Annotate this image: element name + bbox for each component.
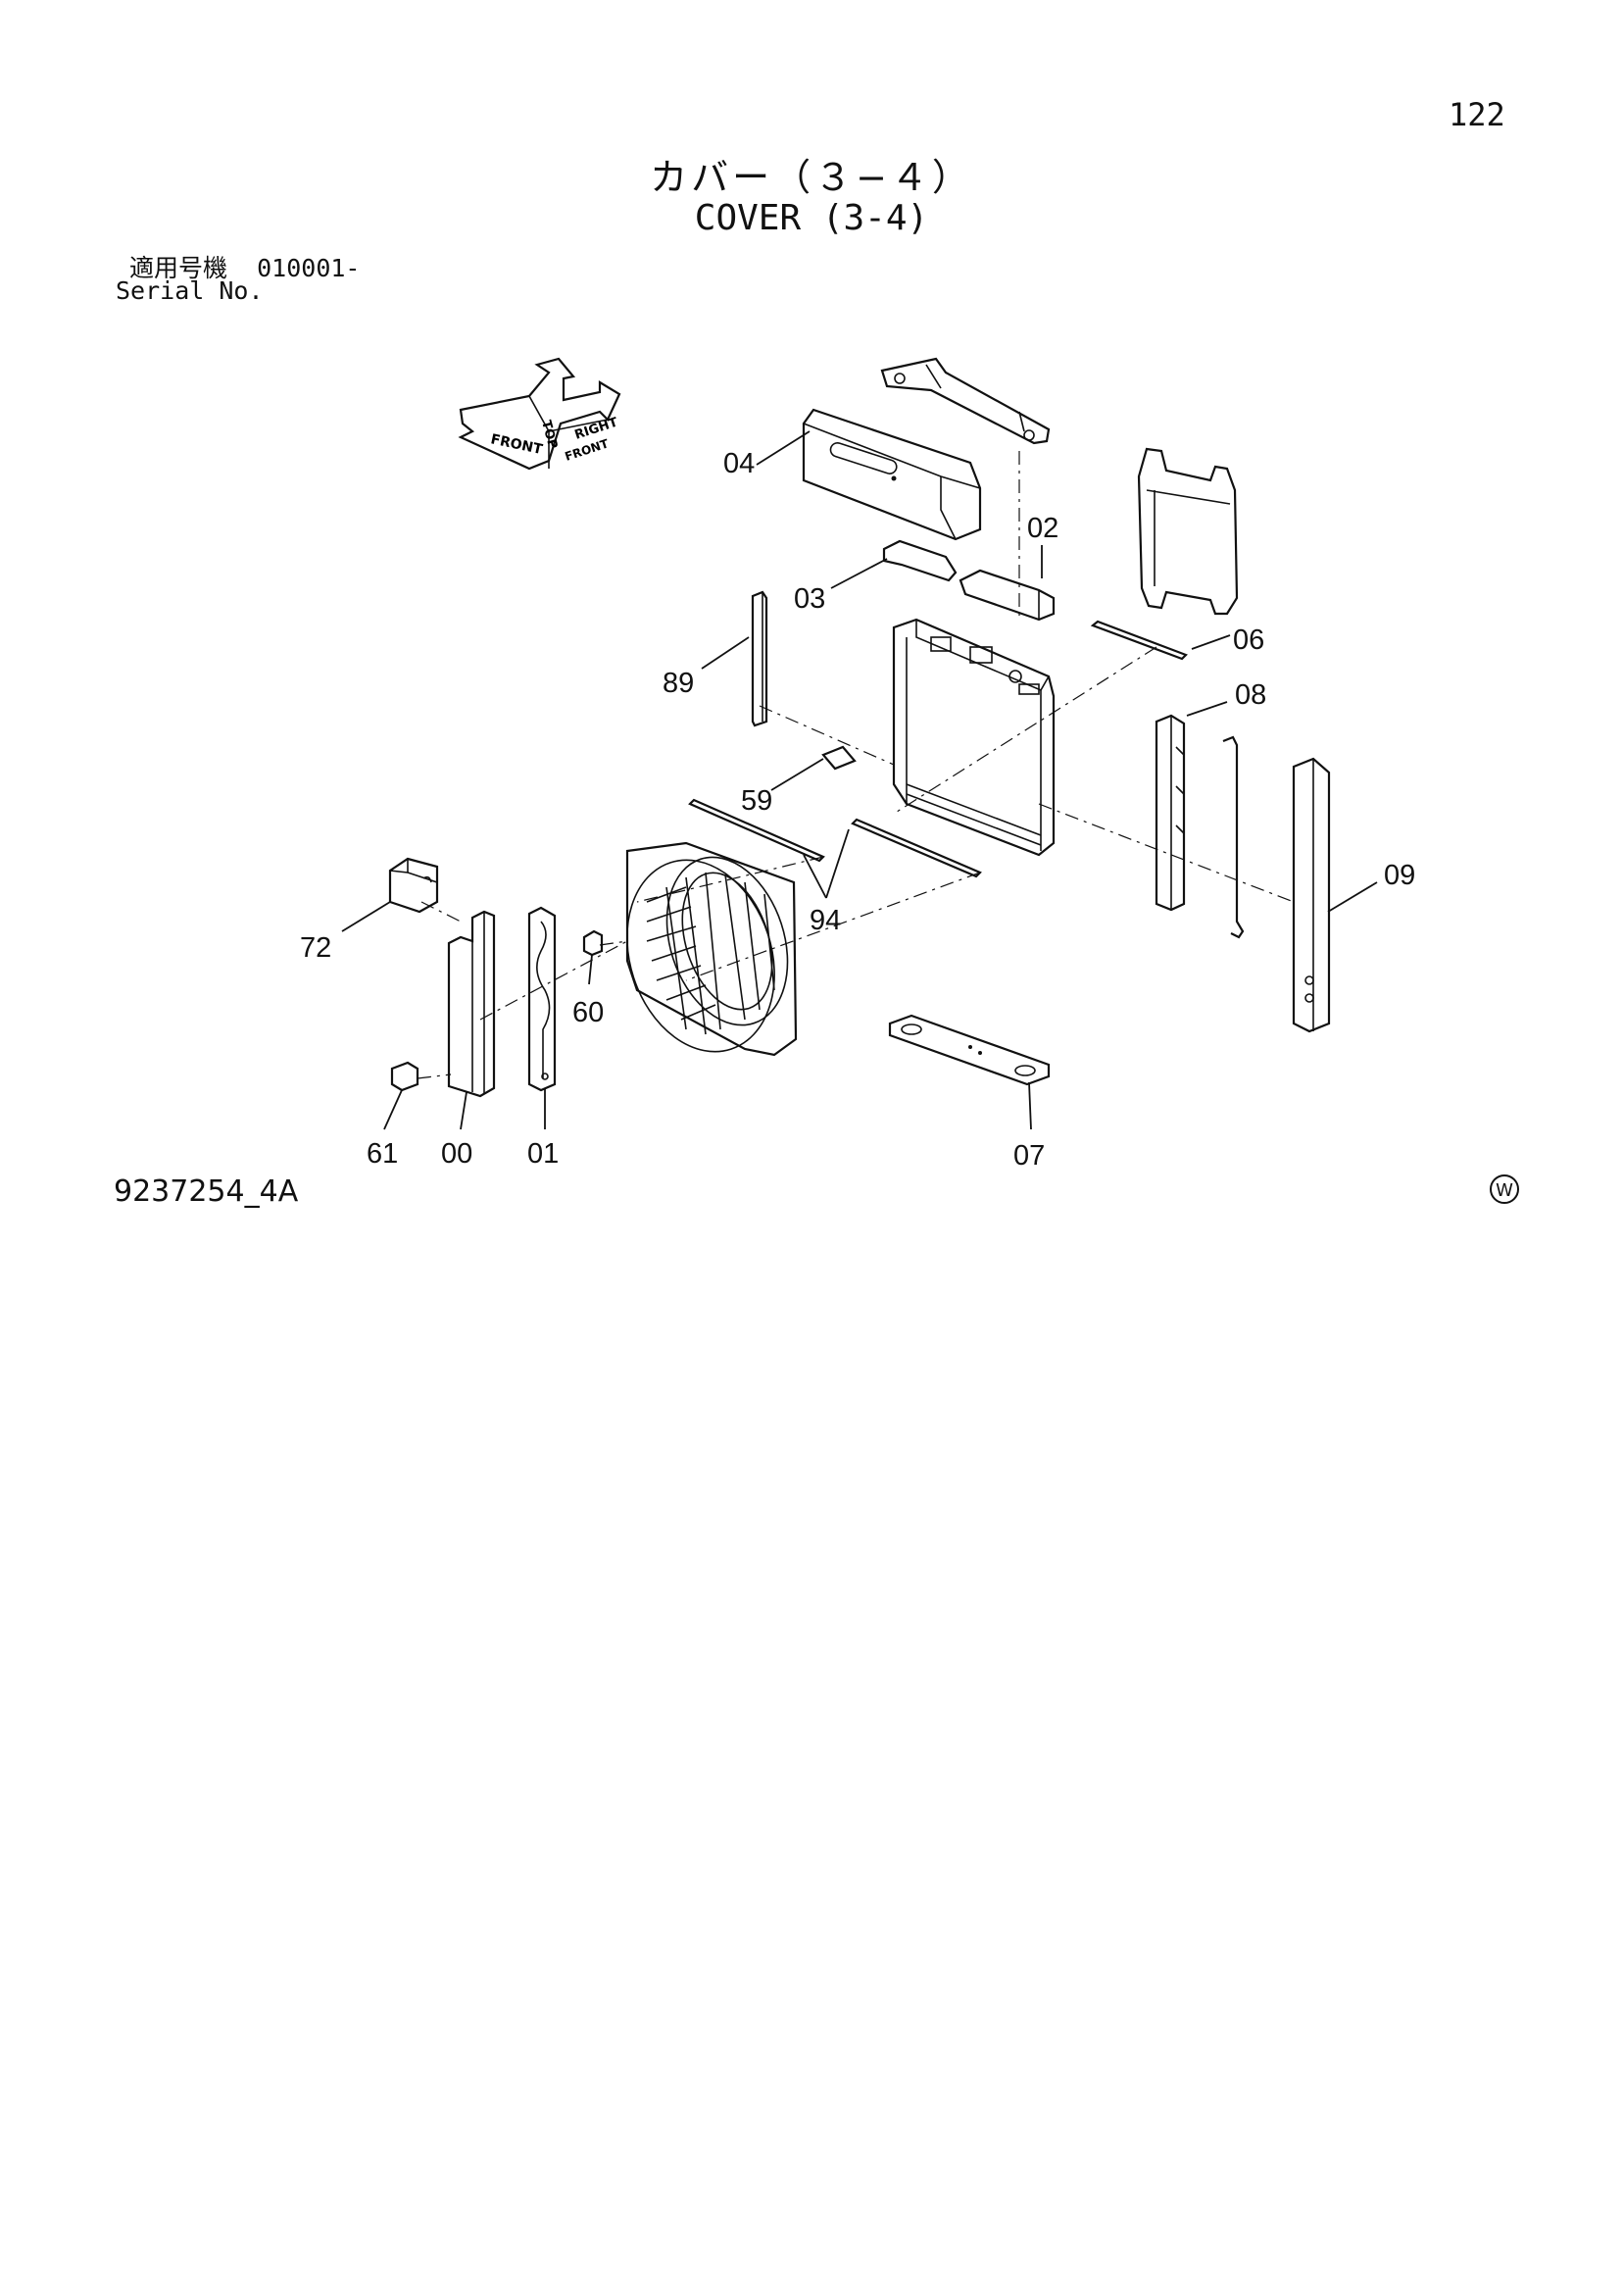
drawing-number: 9237254_4A <box>114 1174 299 1209</box>
orientation-front-label-right: FRONT <box>564 436 612 464</box>
orientation-top-label: TOP <box>538 419 560 450</box>
part-07-lower-plate <box>888 1014 1051 1086</box>
serial-label-english: Serial No. <box>116 276 264 305</box>
part-thin-rod <box>1222 735 1245 939</box>
part-61-block <box>390 1061 419 1092</box>
orientation-marker-icon: FRONT TOP RIGHT FRONT <box>458 357 621 471</box>
part-03-bracket <box>882 539 958 582</box>
callout-60: 60 <box>572 997 604 1028</box>
callout-59: 59 <box>741 785 772 817</box>
part-00-column <box>447 910 496 1098</box>
callout-72: 72 <box>300 932 331 964</box>
callout-leader-lines <box>341 430 1378 1130</box>
callout-03: 03 <box>794 583 825 615</box>
page-title-japanese: カバー（３−４） <box>650 156 973 199</box>
callout-07: 07 <box>1013 1140 1045 1172</box>
callout-89: 89 <box>663 668 694 699</box>
callout-00: 00 <box>441 1138 472 1170</box>
part-06-seal-strip <box>1090 620 1188 661</box>
callout-06: 06 <box>1233 624 1264 656</box>
page-title-english: COVER (3-4) <box>694 198 929 238</box>
part-72-block <box>388 857 439 914</box>
callout-02: 02 <box>1027 513 1058 544</box>
part-59-pad <box>821 745 857 771</box>
part-08-side-strip <box>1155 714 1186 912</box>
page-number: 122 <box>1449 96 1505 133</box>
callout-61: 61 <box>367 1138 398 1170</box>
part-upper-bracket <box>880 357 1051 445</box>
callout-08: 08 <box>1235 679 1266 711</box>
serial-range: 010001- <box>257 254 361 282</box>
part-04-upper-cover <box>802 408 982 541</box>
callout-09: 09 <box>1384 860 1415 891</box>
callout-01: 01 <box>527 1138 559 1170</box>
fan-shroud <box>625 841 798 1057</box>
radiator-core <box>892 618 1056 857</box>
part-89-vertical-seal <box>751 590 768 727</box>
callout-04: 04 <box>723 448 755 479</box>
part-09-tall-column <box>1292 757 1331 1033</box>
part-top-right-cover <box>1137 447 1239 616</box>
serial-applicable-label: 適用号機 010001- <box>129 249 360 284</box>
part-01-channel <box>527 906 557 1092</box>
part-60-clip <box>582 929 604 957</box>
serial-label-japanese: 適用号機 <box>129 254 228 282</box>
assembly-center-lines <box>417 451 1295 1079</box>
w-mark-icon: W <box>1490 1174 1519 1204</box>
callout-94: 94 <box>810 905 841 936</box>
part-02-bracket <box>959 569 1056 622</box>
